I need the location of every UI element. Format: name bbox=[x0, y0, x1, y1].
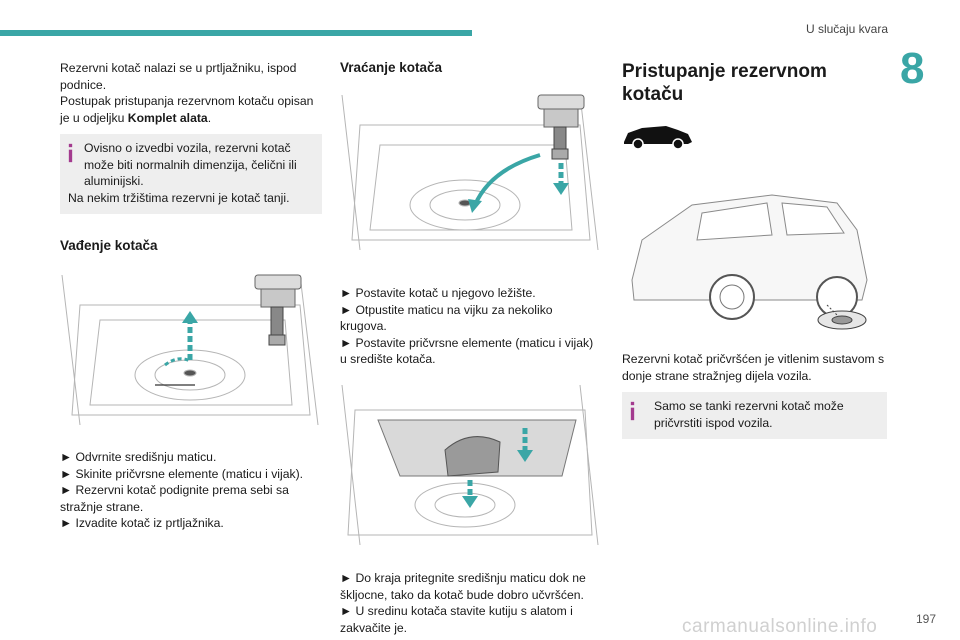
removal-steps: ► Odvrnite središnju maticu. ► Skinite p… bbox=[60, 449, 322, 532]
heading-refitting: Vraćanje kotača bbox=[340, 60, 443, 75]
removal-step-4: ► Izvadite kotač iz prtljažnika. bbox=[60, 516, 224, 530]
column-middle: Vraćanje kotača ► Postavite kotač u njeg… bbox=[340, 60, 602, 636]
page-number: 197 bbox=[915, 612, 936, 626]
tool-kit-link-text: Komplet alata bbox=[127, 110, 208, 125]
heading-access: Pristupanje rezervnom kotaču bbox=[622, 61, 827, 105]
section-title: U slučaju kvara bbox=[805, 22, 888, 36]
watermark: carmanualsonline.info bbox=[682, 616, 878, 637]
removal-step-1: ► Odvrnite središnju maticu. bbox=[60, 450, 217, 464]
removal-step-3: ► Rezervni kotač podignite prema sebi sa… bbox=[60, 483, 289, 514]
intro-text-2: Postupak pristupanja rezervnom kotaču op… bbox=[60, 94, 314, 125]
access-body-text: Rezervni kotač pričvršćen je vitlenim su… bbox=[622, 352, 885, 383]
suv-silhouette-icon bbox=[624, 126, 692, 150]
spare-wheel-under-vehicle-illustration bbox=[631, 193, 868, 329]
info-icon bbox=[630, 401, 635, 421]
intro-text-1: Rezervni kotač nalazi se u prtljažniku, … bbox=[60, 61, 297, 92]
heading-removal: Vađenje kotača bbox=[60, 238, 158, 253]
column-right: Pristupanje rezervnom kotaču Rezervni ko… bbox=[622, 60, 887, 439]
refit-steps-1: ► Postavite kotač u njegovo ležište. ► O… bbox=[340, 285, 602, 368]
refit-step-4: ► Do kraja pritegnite središnju maticu d… bbox=[340, 571, 586, 602]
refit-step-3: ► Postavite pričvrsne elemente (maticu i… bbox=[340, 335, 594, 367]
refit-step-5: ► U sredinu kotača stavite kutiju s alat… bbox=[340, 604, 573, 635]
info-note-wheel-types: Ovisno o izvedbi vozila, rezervni kotač … bbox=[60, 134, 322, 214]
chapter-number: 8 bbox=[900, 44, 925, 93]
toolbox-refit-illustration bbox=[341, 384, 599, 545]
removal-step-2: ► Skinite pričvrsne elemente (maticu i v… bbox=[60, 466, 304, 481]
note-text-2: Na nekim tržištima rezervni je kotač tan… bbox=[68, 190, 290, 205]
header-accent-bar bbox=[0, 30, 472, 36]
refit-step-2: ► Otpustite maticu na vijku za nekoliko … bbox=[340, 302, 553, 334]
note-text-thin-wheel: Samo se tanki rezervni kotač može pričvr… bbox=[654, 399, 844, 430]
trunk-refit-illustration bbox=[341, 94, 599, 250]
info-icon bbox=[68, 143, 73, 163]
trunk-removal-illustration bbox=[61, 274, 319, 425]
refit-step-1: ► Postavite kotač u njegovo ležište. bbox=[340, 286, 536, 300]
info-note-thin-wheel: Samo se tanki rezervni kotač može pričvr… bbox=[622, 392, 887, 439]
refit-steps-2: ► Do kraja pritegnite središnju maticu d… bbox=[340, 570, 602, 636]
column-left: Rezervni kotač nalazi se u prtljažniku, … bbox=[60, 60, 322, 532]
note-text-1: Ovisno o izvedbi vozila, rezervni kotač … bbox=[84, 141, 297, 188]
